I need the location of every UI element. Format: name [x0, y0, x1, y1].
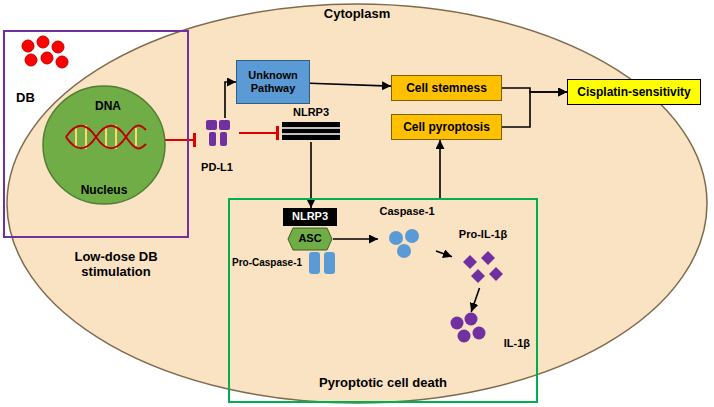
- node-label: NLRP3: [293, 106, 329, 119]
- nlrp3-bars: [282, 122, 340, 140]
- il-dot: [451, 317, 464, 330]
- db-molecule: [25, 54, 37, 66]
- receptor-domain: [219, 120, 230, 130]
- arrow-connector: [439, 140, 441, 198]
- bar-gap: [282, 127, 340, 129]
- outcome-box: Cell pyroptosis: [391, 114, 502, 140]
- node-label: NLRP3: [292, 210, 328, 223]
- node-label: PD-L1: [201, 161, 233, 174]
- pro-il-diamond: [463, 255, 477, 269]
- bar-gap: [282, 133, 340, 135]
- inhibition-line: [239, 132, 278, 134]
- il-dot: [465, 313, 478, 326]
- pathway-box: Pyroptotic cell death NLRP3ASC Pro-Caspase…: [228, 198, 538, 403]
- dna-rung: [85, 125, 87, 149]
- nucleus-shape: [43, 86, 165, 204]
- node-label: DNA: [95, 99, 121, 113]
- db-molecule: [22, 40, 34, 52]
- db-molecule: [37, 36, 49, 48]
- pro-caspase-block: [309, 252, 320, 274]
- result-box: Cisplatin-sensitivity: [567, 79, 701, 105]
- node-label: Cell stemness: [406, 81, 487, 95]
- node-label: Cell pyroptosis: [403, 120, 490, 134]
- protein-box: NLRP3: [283, 208, 337, 226]
- node-label: ASC: [298, 232, 321, 245]
- node-label: Nucleus: [81, 183, 128, 197]
- il-dot: [458, 330, 471, 343]
- receptor-domain: [206, 120, 217, 130]
- inhibition-line: [165, 139, 195, 141]
- dna-rung: [105, 127, 107, 147]
- node-label: Cisplatin-sensitivity: [577, 85, 690, 99]
- dna-strand: [66, 126, 146, 149]
- dna-rung: [115, 125, 117, 149]
- pro-caspase-block: [324, 252, 335, 274]
- dna-rung: [75, 127, 77, 147]
- node-label: Caspase-1: [379, 205, 434, 218]
- dna-strand: [66, 126, 146, 149]
- receptor-domain: [209, 132, 216, 146]
- protein: Pro-Caspase-1: [230, 248, 338, 278]
- receptor-domain: [220, 132, 227, 146]
- arrow-connector: [225, 82, 236, 118]
- cytoplasm-region-shape: [7, 4, 707, 403]
- il-dot: [473, 327, 486, 340]
- db-molecule: [52, 41, 64, 53]
- node-label: Pro-IL-1β: [459, 228, 507, 241]
- db-molecule: [56, 56, 68, 68]
- caspase-dot: [389, 231, 403, 245]
- adaptor-hexagon-shape: [288, 228, 332, 250]
- caspase-dot: [397, 244, 411, 258]
- arrow-connector: [436, 251, 452, 257]
- process-box: Unknown Pathway: [236, 60, 310, 104]
- node-label: Low-dose DB stimulation: [56, 249, 176, 280]
- node-label: IL-1β: [504, 337, 530, 350]
- arrow-connector: [502, 92, 567, 127]
- node-label: Unknown Pathway: [237, 69, 309, 95]
- arrow-connector: [471, 288, 479, 312]
- arrow-connector: [333, 238, 378, 240]
- pro-il-diamond: [471, 269, 485, 283]
- caspase-dot: [405, 229, 419, 243]
- node-label: DB: [16, 90, 35, 106]
- outcome-box: Cell stemness: [391, 75, 502, 101]
- dna-rung: [135, 128, 137, 146]
- arrow-connector: [310, 83, 391, 86]
- pro-il-diamond: [481, 251, 495, 265]
- adaptor-hexagon: ASC: [287, 227, 333, 251]
- db-molecule: [41, 52, 53, 64]
- node-label: Pro-Caspase-1: [232, 257, 302, 269]
- node-label: Pyroptotic cell death: [319, 375, 447, 391]
- pro-il-diamond: [489, 267, 503, 281]
- node-label: Cytoplasm: [324, 6, 390, 22]
